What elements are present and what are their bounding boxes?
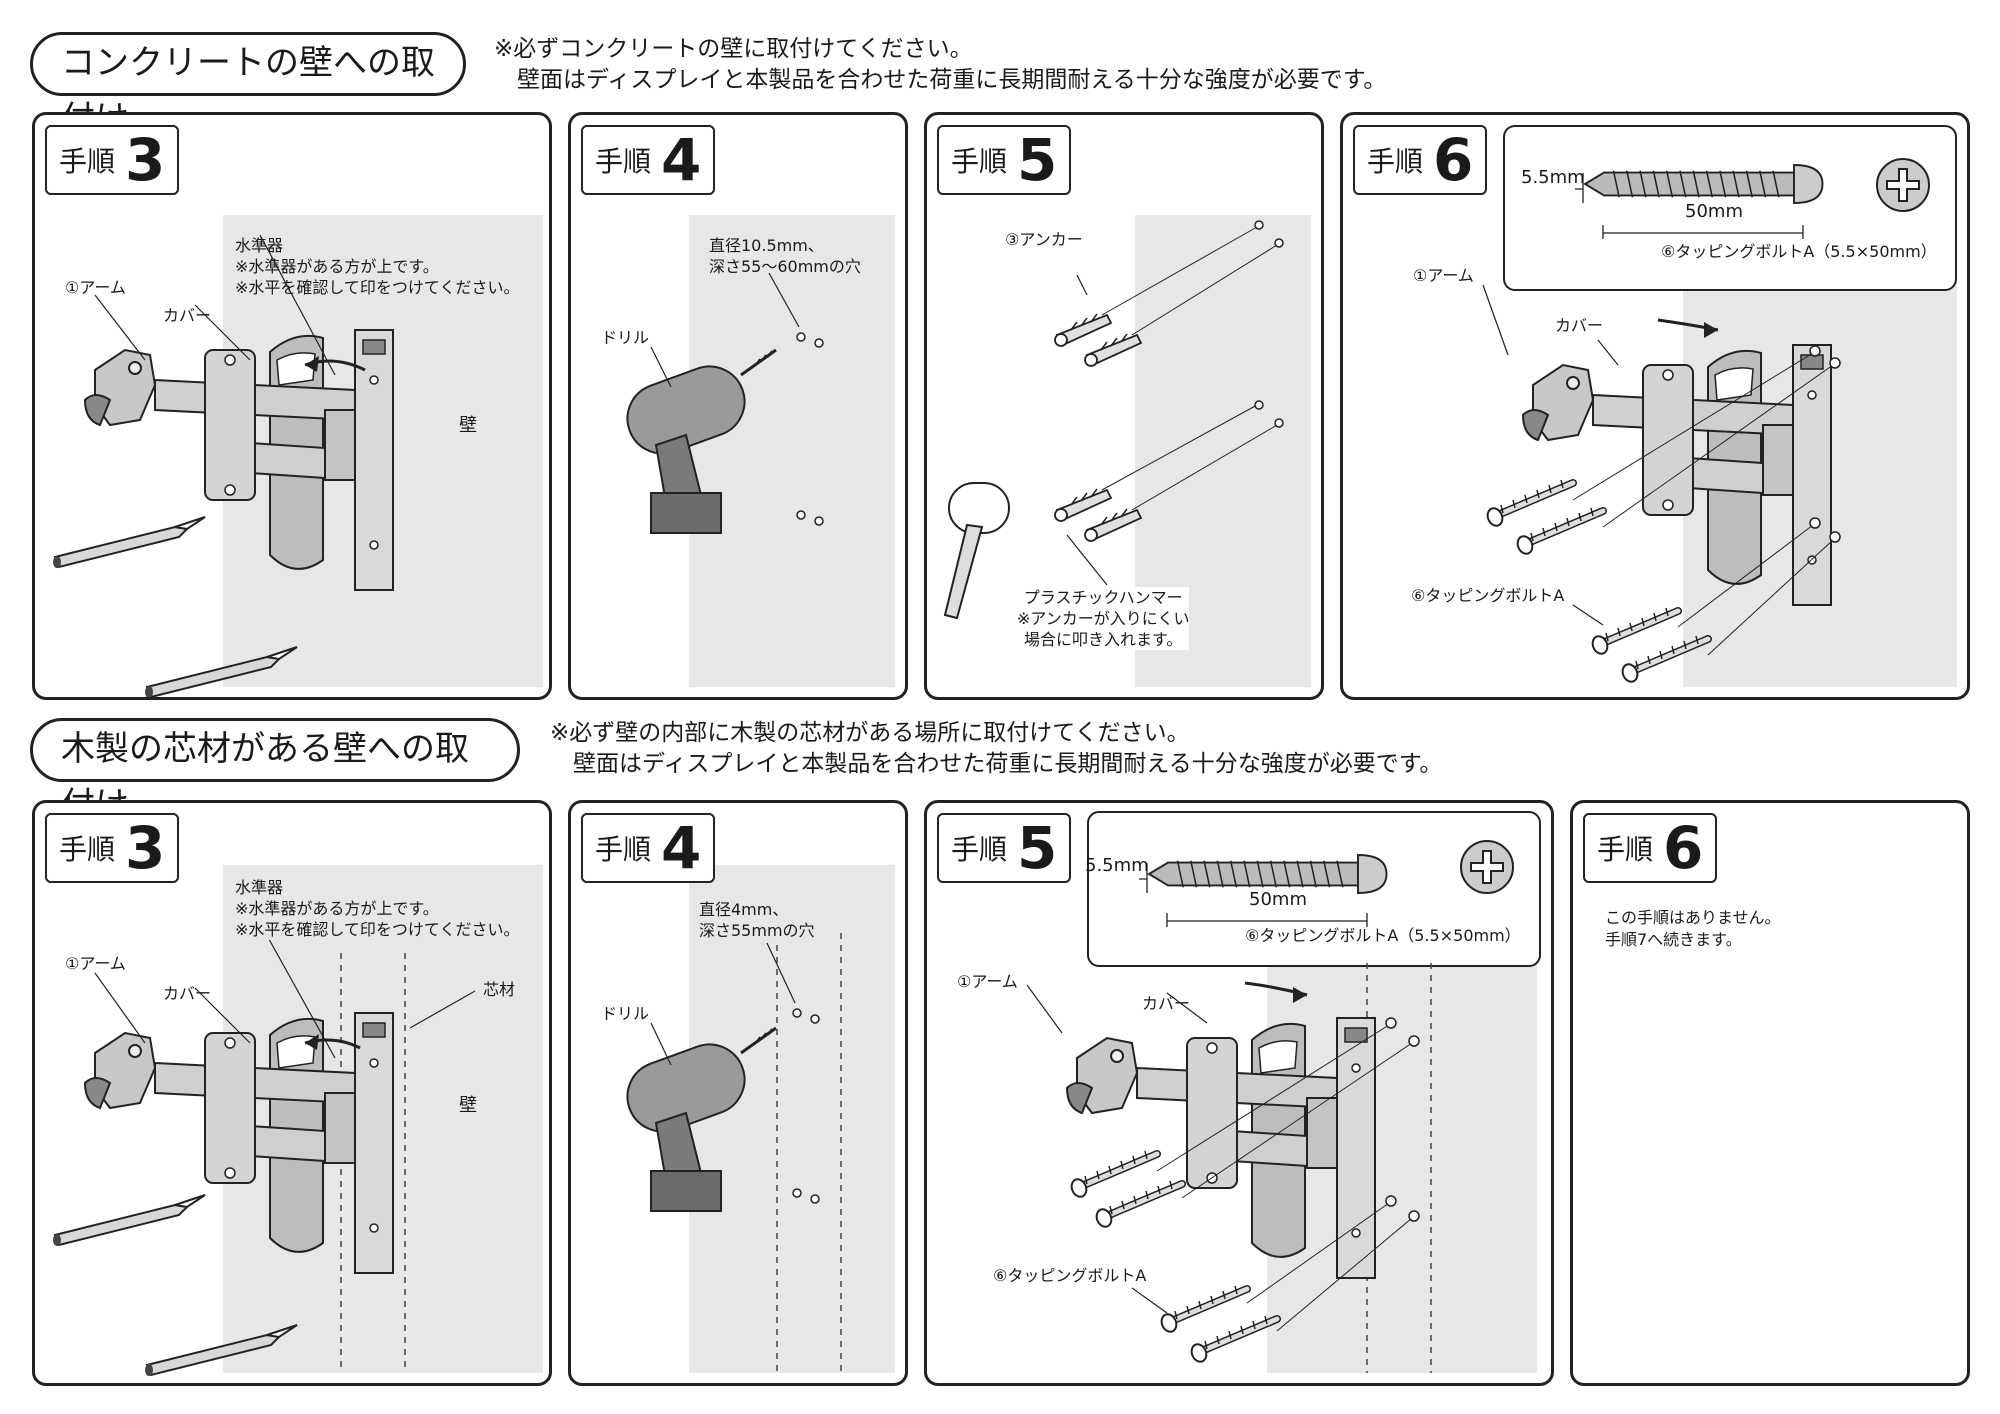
bolt-label: ⑥タッピングボルトA bbox=[993, 1266, 1147, 1285]
hammer-label: プラスチックハンマー ※アンカーが入りにくい 場合に叩き入れます。 bbox=[1017, 587, 1190, 650]
arm-label: ①アーム bbox=[957, 972, 1018, 991]
drill-icon bbox=[616, 933, 842, 1373]
wood-section-title: 木製の芯材がある壁への取付け bbox=[30, 718, 520, 825]
step-number: 6 bbox=[1433, 126, 1474, 194]
screw-spec-box bbox=[1503, 125, 1957, 291]
screw-length: 50mm bbox=[1685, 201, 1743, 222]
wood-step3-panel: 手順 3 水準器 ※水準器がある方が上です。 ※水平を確認して印をつけてください… bbox=[32, 800, 552, 1386]
step-word: 手順 bbox=[595, 145, 652, 178]
wood-note: ※必ず壁の内部に木製の芯材がある場所に取付けてください。 壁面はディスプレイと本… bbox=[550, 720, 1443, 777]
concrete-step5-panel: 手順 5 ③アンカー プラスチックハンマー ※アンカーが入りにくい 場合に叩き入… bbox=[924, 112, 1324, 700]
step-badge: 手順 4 bbox=[581, 813, 716, 883]
step-badge: 手順 6 bbox=[1583, 813, 1718, 883]
screw-spec-box bbox=[1087, 811, 1541, 967]
step-number: 4 bbox=[661, 126, 702, 194]
step-badge: 手順 5 bbox=[937, 125, 1072, 195]
step-number: 3 bbox=[125, 126, 166, 194]
step-number: 6 bbox=[1663, 814, 1704, 882]
step-badge: 手順 3 bbox=[45, 125, 180, 195]
hole-label: 直径10.5mm、 深さ55～60mmの穴 bbox=[709, 236, 861, 276]
step-word: 手順 bbox=[595, 833, 652, 866]
step-number: 3 bbox=[125, 814, 166, 882]
step-word: 手順 bbox=[59, 833, 116, 866]
step-word: 手順 bbox=[951, 145, 1008, 178]
wall-label: 壁 bbox=[459, 415, 477, 436]
screw-icon bbox=[1026, 840, 1514, 1373]
screw-caption: ⑥タッピングボルトA（5.5×50mm） bbox=[1245, 926, 1521, 945]
wall-label: 壁 bbox=[459, 1095, 477, 1116]
bracket-arm-icon bbox=[52, 234, 394, 697]
arm-label: ①アーム bbox=[65, 954, 126, 973]
hammer-icon bbox=[943, 482, 1010, 620]
step-badge: 手順 3 bbox=[45, 813, 180, 883]
drill-label: ドリル bbox=[601, 1004, 650, 1023]
wall-area bbox=[689, 865, 895, 1373]
drill-label: ドリル bbox=[601, 328, 650, 347]
concrete-step6-panel: 手順 6 5.5mm 50mm ⑥タッピングボルトA（5.5×50mm） ①アー… bbox=[1340, 112, 1970, 700]
cover-label: カバー bbox=[163, 306, 212, 325]
step-word: 手順 bbox=[1367, 145, 1424, 178]
screw-caption: ⑥タッピングボルトA（5.5×50mm） bbox=[1661, 242, 1937, 261]
bracket-arm-icon bbox=[52, 922, 476, 1377]
concrete-note: ※必ずコンクリートの壁に取付けてください。 壁面はディスプレイと本製品を合わせた… bbox=[494, 36, 1387, 93]
screw-icon bbox=[1343, 158, 1930, 700]
core-label: 芯材 bbox=[483, 980, 516, 999]
concrete-step4-panel: 手順 4 直径10.5mm、 深さ55～60mmの穴 ドリル bbox=[568, 112, 908, 700]
screw-diameter: 5.5mm bbox=[1521, 167, 1585, 188]
hole-label: 直径4mm、 深さ55mmの穴 bbox=[699, 899, 815, 941]
wood-step6-panel: 手順 6 この手順はありません。 手順7へ続きます。 bbox=[1570, 800, 1970, 1386]
step-word: 手順 bbox=[59, 145, 116, 178]
screw-diameter: 5.5mm bbox=[1085, 855, 1149, 876]
cover-label: カバー bbox=[1555, 316, 1604, 335]
screw-length: 50mm bbox=[1249, 889, 1307, 910]
cover-label: カバー bbox=[163, 984, 212, 1003]
step-number: 5 bbox=[1017, 126, 1058, 194]
cover-label: カバー bbox=[1142, 994, 1191, 1013]
step-badge: 手順 6 bbox=[1353, 125, 1488, 195]
arm-label: ①アーム bbox=[65, 278, 126, 297]
wood-step4-panel: 手順 4 直径4mm、 深さ55mmの穴 ドリル bbox=[568, 800, 908, 1386]
wood-step5-panel: 手順 5 5.5mm 50mm ⑥タッピングボルトA（5.5×50mm） ①アー… bbox=[924, 800, 1554, 1386]
level-label: 水準器 ※水準器がある方が上です。 ※水平を確認して印をつけてください。 bbox=[235, 236, 520, 297]
wall-area bbox=[689, 215, 895, 687]
level-label: 水準器 ※水準器がある方が上です。 ※水平を確認して印をつけてください。 bbox=[235, 877, 520, 940]
arm-label: ①アーム bbox=[1413, 266, 1474, 285]
step-badge: 手順 4 bbox=[581, 125, 716, 195]
drill-icon bbox=[616, 272, 824, 535]
skip-message: この手順はありません。 手順7へ続きます。 bbox=[1605, 908, 1781, 949]
step-badge: 手順 5 bbox=[937, 813, 1072, 883]
concrete-step3-panel: 手順 3 水準器 ※水準器がある方が上です。 ※水平を確認して印をつけてください… bbox=[32, 112, 552, 700]
concrete-section-title: コンクリートの壁への取付け bbox=[30, 32, 466, 139]
step-number: 4 bbox=[661, 814, 702, 882]
anchor-label: ③アンカー bbox=[1005, 230, 1083, 249]
step-number: 5 bbox=[1017, 814, 1058, 882]
anchor-icon bbox=[943, 220, 1284, 620]
step-word: 手順 bbox=[1597, 833, 1654, 866]
bolt-label: ⑥タッピングボルトA bbox=[1411, 586, 1565, 605]
step-word: 手順 bbox=[951, 833, 1008, 866]
